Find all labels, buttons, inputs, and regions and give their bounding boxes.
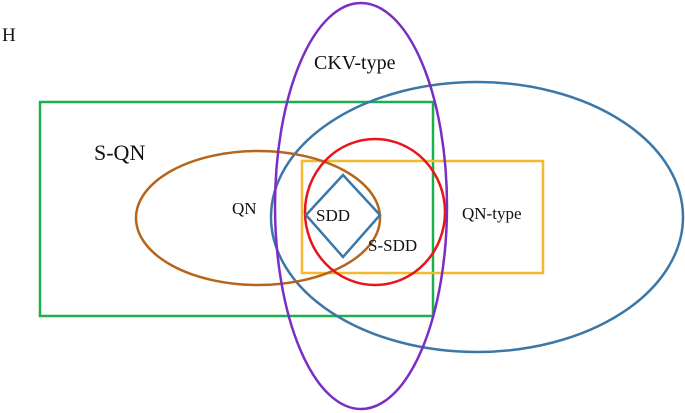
panel-label: H	[2, 25, 16, 46]
s-qn-label: S-QN	[94, 140, 145, 165]
s-sdd-circle	[303, 137, 447, 287]
s-qn-rectangle	[38, 100, 435, 318]
qn-type-label: QN-type	[462, 204, 521, 223]
s-sdd-label: S-SDD	[368, 236, 417, 255]
large-blue-ellipse	[269, 80, 685, 354]
ckv-type-ellipse	[273, 1, 449, 411]
qn-type-rectangle	[300, 159, 545, 275]
sdd-label: SDD	[316, 206, 350, 225]
qn-ellipse	[134, 149, 382, 287]
sdd-diamond	[304, 173, 382, 259]
qn-label: QN	[232, 199, 257, 218]
ckv-type-label: CKV-type	[314, 52, 396, 74]
